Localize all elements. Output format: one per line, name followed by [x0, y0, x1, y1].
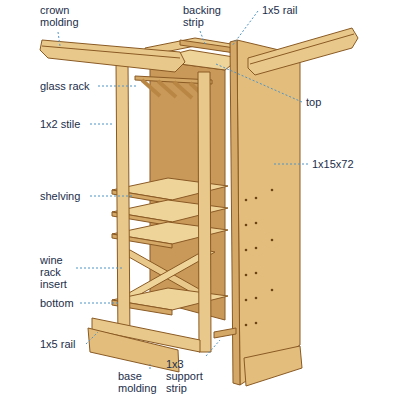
part-label: glass rack: [40, 80, 90, 92]
backing-strip: [180, 40, 235, 53]
screw-holes: [255, 197, 258, 200]
screw-holes: [255, 272, 258, 275]
leader-lines: [272, 164, 308, 165]
leader-lines: [86, 332, 98, 344]
screw-holes: [255, 297, 258, 300]
stile: [116, 62, 211, 352]
stile: [198, 72, 211, 352]
screw-holes: [245, 299, 248, 302]
part-label: 1x5 rail: [262, 4, 297, 16]
leader-lines: [98, 86, 138, 87]
crown-molding-left: [40, 40, 185, 72]
leader-lines: [216, 64, 302, 102]
leader-lines: [80, 303, 118, 304]
screw-holes: [245, 324, 248, 327]
leader-lines: [90, 196, 134, 197]
backing-strip: [180, 40, 235, 53]
screw-holes: [271, 189, 274, 192]
leader-lines: [58, 32, 60, 46]
screw-holes: [271, 289, 274, 292]
part-label: 1x3 support strip: [166, 358, 210, 394]
cabinet-illustration: [40, 28, 358, 386]
leader-lines: [232, 11, 258, 46]
support-strip: [214, 328, 236, 338]
base-molding-left: [88, 328, 179, 372]
screw-holes: [245, 249, 248, 252]
part-label: top: [306, 96, 321, 108]
part-label: crown molding: [40, 4, 90, 28]
leader-lines: [90, 124, 114, 125]
base-molding-right: [244, 346, 302, 386]
leader-lines: [58, 11, 308, 369]
crown-molding-right: [248, 28, 358, 75]
base-molding-left: [88, 328, 179, 372]
leader-lines: [206, 340, 220, 356]
part-label: 1x5 rail: [40, 338, 75, 350]
base-molding-right: [244, 346, 302, 386]
part-label: wine rack insert: [40, 254, 74, 290]
screw-holes: [245, 189, 274, 327]
leader-lines: [76, 268, 124, 269]
screw-holes: [255, 322, 258, 325]
stile: [116, 62, 130, 345]
screw-holes: [245, 274, 248, 277]
support-strip: [214, 328, 236, 338]
part-label: bottom: [40, 297, 74, 309]
part-label: shelving: [40, 190, 80, 202]
screw-holes: [245, 199, 248, 202]
crown-molding-left: [40, 40, 185, 72]
screw-holes: [271, 239, 274, 242]
part-label: backing strip: [183, 4, 231, 28]
crown-molding-right: [250, 34, 354, 64]
screw-holes: [255, 222, 258, 225]
screw-holes: [255, 247, 258, 250]
part-label: base molding: [118, 370, 168, 394]
screw-holes: [245, 224, 248, 227]
crown-molding-left: [42, 46, 180, 58]
side-panel: [230, 40, 300, 385]
side-panel: [237, 40, 300, 385]
leader-lines: [200, 31, 205, 44]
crown-molding-right: [248, 28, 358, 75]
part-label: 1x2 stile: [40, 118, 80, 130]
leader-lines: [150, 364, 151, 369]
part-label: 1x15x72: [312, 158, 354, 170]
